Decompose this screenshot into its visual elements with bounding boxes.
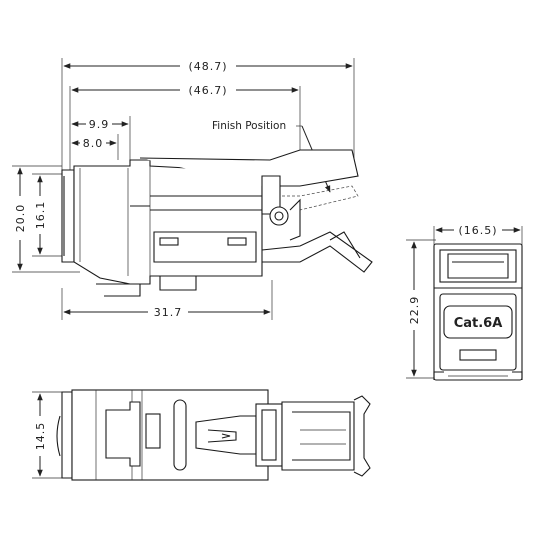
dimension-offset-a: 9.9 — [71, 116, 131, 160]
dimension-overall-length: (48.7) — [61, 58, 355, 170]
base-length-label: 31.7 — [154, 306, 183, 319]
bottom-width-label: 14.5 — [34, 422, 47, 451]
connector-bottom-view — [56, 389, 371, 481]
dimension-front-width: (16.5) — [433, 224, 523, 262]
body-length-label: (46.7) — [188, 84, 227, 97]
offset-b-label: 8.0 — [83, 137, 104, 150]
dimension-height-total: 20.0 — [12, 165, 80, 273]
dimension-base-length: 31.7 — [61, 280, 273, 320]
dimension-offset-b: 8.0 — [71, 134, 119, 160]
dimension-bottom-width: 14.5 — [32, 391, 64, 479]
dimension-height-inner: 16.1 — [32, 173, 62, 257]
height-inner-label: 16.1 — [34, 201, 47, 230]
front-width-label: (16.5) — [458, 224, 497, 237]
offset-a-label: 9.9 — [89, 118, 110, 131]
front-height-label: 22.9 — [408, 296, 421, 325]
finish-position-label: Finish Position — [212, 120, 286, 132]
connector-front-view: Cat.6A — [433, 243, 523, 381]
height-total-label: 20.0 — [14, 204, 27, 233]
overall-length-label: (48.7) — [188, 60, 227, 73]
dimension-body-length: (46.7) — [69, 84, 301, 170]
dimension-front-height: 22.9 — [406, 239, 436, 379]
category-marking: Cat.6A — [454, 316, 503, 331]
connector-side-view — [61, 149, 373, 297]
